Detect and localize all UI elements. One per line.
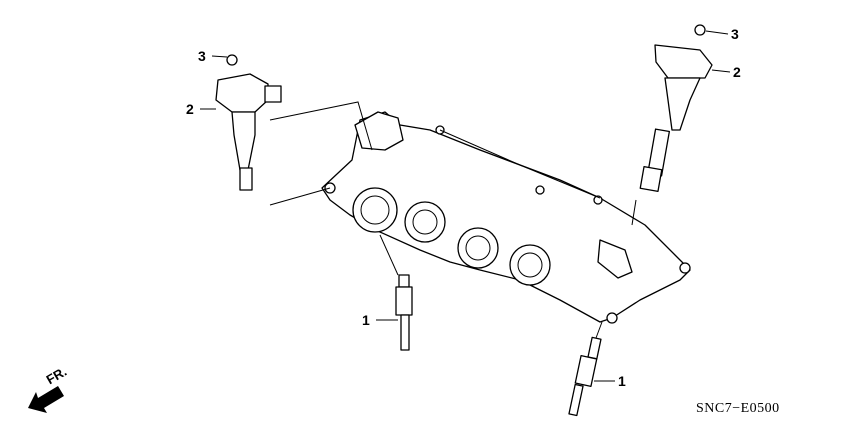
callout-3: 3 bbox=[731, 26, 739, 42]
spark-plug-left bbox=[379, 234, 413, 351]
spark-plug-right bbox=[568, 321, 603, 417]
ignition-coil-right bbox=[631, 24, 713, 226]
diagram-code: SNC7−E0500 bbox=[696, 401, 780, 416]
callout-2: 2 bbox=[733, 64, 741, 80]
callout-3: 3 bbox=[198, 48, 206, 64]
valve-cover bbox=[321, 111, 691, 324]
ignition-coil-left bbox=[215, 54, 373, 206]
callout-1: 1 bbox=[618, 373, 626, 389]
callout-1: 1 bbox=[362, 312, 370, 328]
callout-2: 2 bbox=[186, 101, 194, 117]
leader-lines bbox=[200, 30, 731, 382]
arrow-down-left-icon bbox=[28, 386, 64, 413]
